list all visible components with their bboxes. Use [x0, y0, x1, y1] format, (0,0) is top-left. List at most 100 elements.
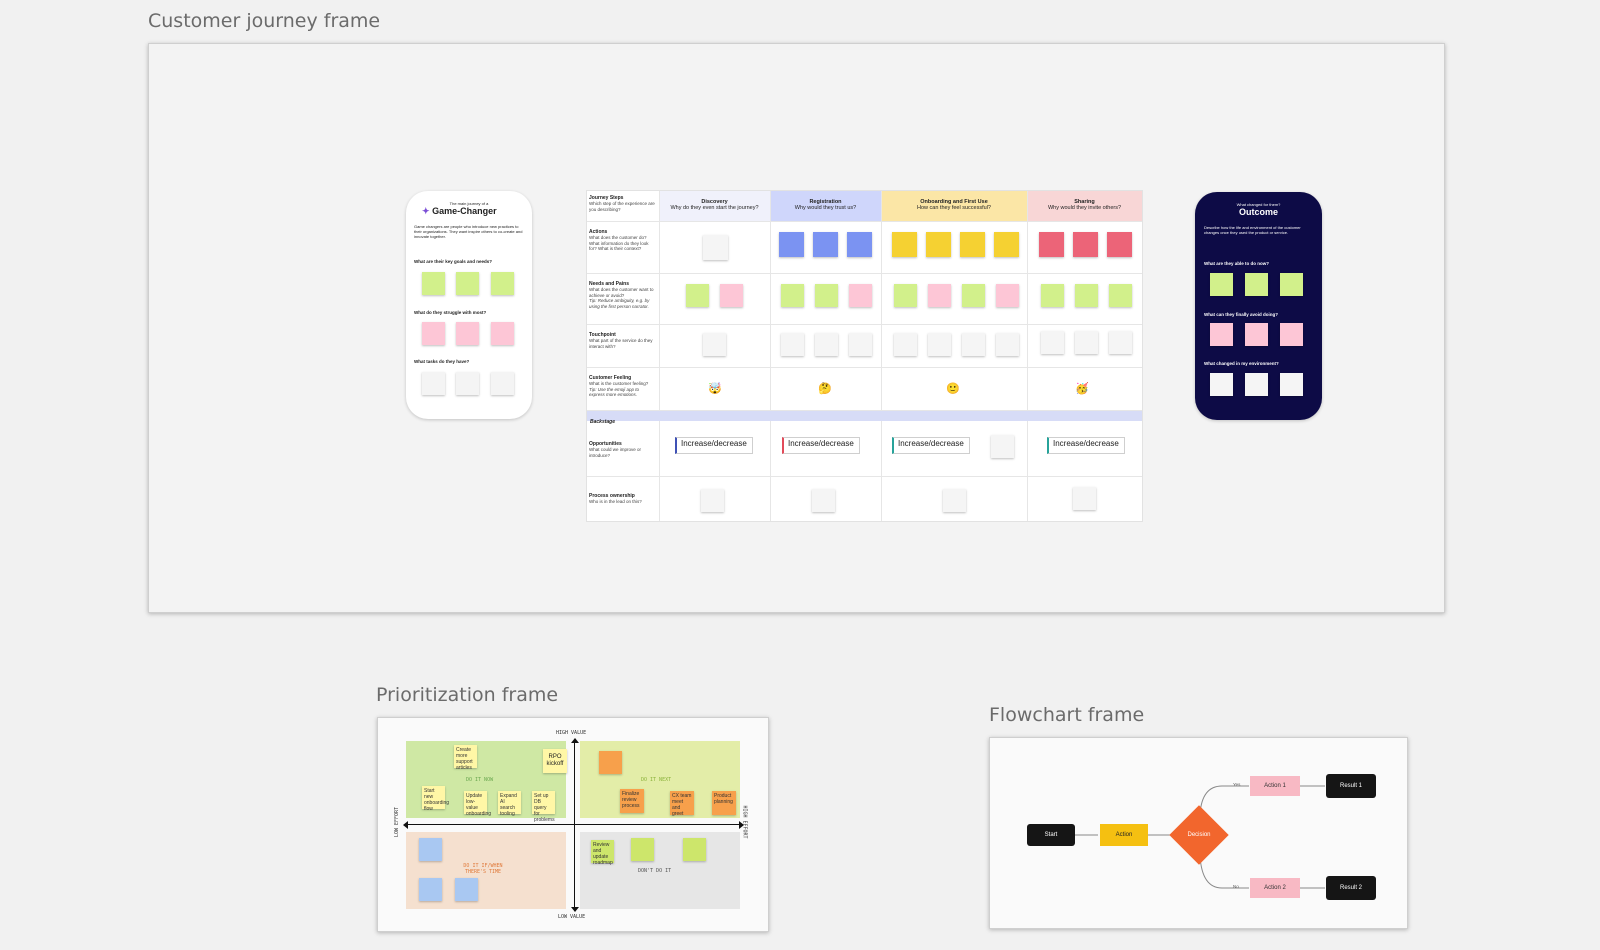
sticky-note[interactable]: [1245, 323, 1268, 346]
sticky-note[interactable]: [720, 284, 743, 307]
sticky-note[interactable]: [683, 838, 706, 861]
sticky-note[interactable]: [1075, 284, 1098, 307]
sticky-note[interactable]: [813, 232, 838, 257]
column-title: Onboarding and First Use: [920, 199, 988, 205]
sticky-note[interactable]: [1075, 331, 1098, 354]
feeling-emoji[interactable]: 🥳: [1075, 383, 1089, 395]
sticky-note[interactable]: [1073, 487, 1096, 510]
sticky-note[interactable]: [815, 284, 838, 307]
sticky-note[interactable]: [1073, 232, 1098, 257]
sticky-note[interactable]: [996, 333, 1019, 356]
opportunity-card[interactable]: Increase/decrease: [1047, 437, 1125, 454]
flowchart-frame[interactable]: Start Action Decision Action 1 Action 2 …: [989, 737, 1408, 929]
sticky-note[interactable]: [994, 232, 1019, 257]
sticky-note[interactable]: [419, 878, 442, 901]
sticky-note[interactable]: [422, 372, 445, 395]
sticky-note[interactable]: [1245, 273, 1268, 296]
sticky-note[interactable]: [1280, 273, 1303, 296]
sticky-note[interactable]: [1109, 331, 1132, 354]
sticky-note[interactable]: [781, 284, 804, 307]
sticky-note[interactable]: Create more support articles: [454, 745, 477, 771]
sticky-note[interactable]: Set up DB query for problems: [532, 791, 555, 823]
sticky-note[interactable]: [1280, 323, 1303, 346]
sticky-note[interactable]: [599, 751, 622, 774]
feeling-emoji[interactable]: 🤯: [708, 383, 722, 395]
sticky-note[interactable]: [422, 272, 445, 295]
sticky-note[interactable]: Update low-value onboarding: [464, 791, 492, 817]
sticky-note[interactable]: [491, 372, 514, 395]
sticky-note[interactable]: [1210, 323, 1233, 346]
sticky-note[interactable]: Product planning: [712, 791, 736, 815]
sticky-note[interactable]: [894, 284, 917, 307]
sticky-note[interactable]: [892, 232, 917, 257]
sticky-note[interactable]: [1039, 232, 1064, 257]
sticky-note[interactable]: [1041, 284, 1064, 307]
sticky-note[interactable]: [631, 838, 654, 861]
column-header-discovery[interactable]: Discovery Why do they even start the jou…: [659, 191, 770, 221]
sticky-note[interactable]: [847, 232, 872, 257]
quadrant-label-next: DO IT NEXT: [641, 777, 672, 783]
sticky-note[interactable]: [456, 322, 479, 345]
flow-node-result-2[interactable]: Result 2: [1326, 876, 1376, 900]
sticky-note[interactable]: [419, 838, 442, 861]
prioritization-frame-title: Prioritization frame: [376, 684, 559, 706]
sticky-note[interactable]: [1210, 273, 1233, 296]
sticky-note[interactable]: [1107, 232, 1132, 257]
sticky-note[interactable]: [1210, 373, 1233, 396]
sticky-note[interactable]: [703, 333, 726, 356]
sticky-note[interactable]: [962, 284, 985, 307]
axis-label-low-value: LOW VALUE: [558, 914, 586, 920]
sticky-note[interactable]: [703, 235, 728, 260]
column-header-onboarding[interactable]: Onboarding and First Use How can they fe…: [881, 191, 1027, 221]
sticky-note[interactable]: [849, 333, 872, 356]
opportunity-card[interactable]: Increase/decrease: [892, 437, 970, 454]
sticky-note[interactable]: [991, 435, 1014, 458]
outcome-card[interactable]: What changed for them? Outcome Describe …: [1195, 192, 1322, 420]
sticky-note[interactable]: Start new onboarding flow: [422, 786, 450, 812]
prioritization-frame[interactable]: DO IT NOW DO IT NEXT DO IT IF/WHEN THERE…: [377, 717, 769, 932]
sticky-note[interactable]: [491, 322, 514, 345]
sticky-note[interactable]: [962, 333, 985, 356]
sticky-note[interactable]: [894, 333, 917, 356]
sticky-note[interactable]: [455, 878, 478, 901]
sticky-note[interactable]: Finalize review process: [620, 789, 644, 813]
sticky-note[interactable]: [1109, 284, 1132, 307]
flow-node-action-1[interactable]: Action 1: [1250, 776, 1300, 796]
flow-node-action-2[interactable]: Action 2: [1250, 878, 1300, 898]
sticky-note[interactable]: [928, 333, 951, 356]
sticky-note[interactable]: [849, 284, 872, 307]
sticky-note[interactable]: [1245, 373, 1268, 396]
sticky-note[interactable]: Review and update roadmap: [591, 840, 614, 866]
flow-node-result-1[interactable]: Result 1: [1326, 774, 1376, 798]
sticky-note[interactable]: [491, 272, 514, 295]
sticky-note[interactable]: [928, 284, 951, 307]
feeling-emoji[interactable]: 🙂: [946, 383, 960, 395]
opportunity-card[interactable]: Increase/decrease: [675, 437, 753, 454]
persona-card[interactable]: The main journey of a ✦ Game-Changer Gam…: [406, 191, 532, 419]
journey-table[interactable]: Journey Steps Which step of the experien…: [586, 190, 1143, 522]
sticky-note[interactable]: [812, 489, 835, 512]
sticky-note[interactable]: [781, 333, 804, 356]
sticky-note[interactable]: [926, 232, 951, 257]
feeling-emoji[interactable]: 🤔: [818, 383, 832, 395]
sticky-note[interactable]: [422, 322, 445, 345]
flow-node-start[interactable]: Start: [1027, 824, 1075, 846]
sticky-note[interactable]: [456, 272, 479, 295]
opportunity-card[interactable]: Increase/decrease: [782, 437, 860, 454]
column-header-registration[interactable]: Registration Why would they trust us?: [770, 191, 881, 221]
sticky-note[interactable]: [960, 232, 985, 257]
sticky-note[interactable]: [1280, 373, 1303, 396]
column-header-sharing[interactable]: Sharing Why would they invite others?: [1027, 191, 1142, 221]
sticky-note[interactable]: [815, 333, 838, 356]
sticky-note[interactable]: Expand AI search tooling: [498, 791, 521, 817]
sticky-note[interactable]: [701, 489, 724, 512]
sticky-note[interactable]: [996, 284, 1019, 307]
sticky-note[interactable]: [686, 284, 709, 307]
sticky-note[interactable]: CX team meet and greet: [670, 791, 694, 817]
sticky-note[interactable]: [456, 372, 479, 395]
sticky-note[interactable]: [779, 232, 804, 257]
flow-node-action[interactable]: Action: [1100, 824, 1148, 846]
sticky-note[interactable]: [1041, 331, 1064, 354]
sticky-note[interactable]: RPO kickoff: [543, 749, 567, 773]
sticky-note[interactable]: [943, 489, 966, 512]
